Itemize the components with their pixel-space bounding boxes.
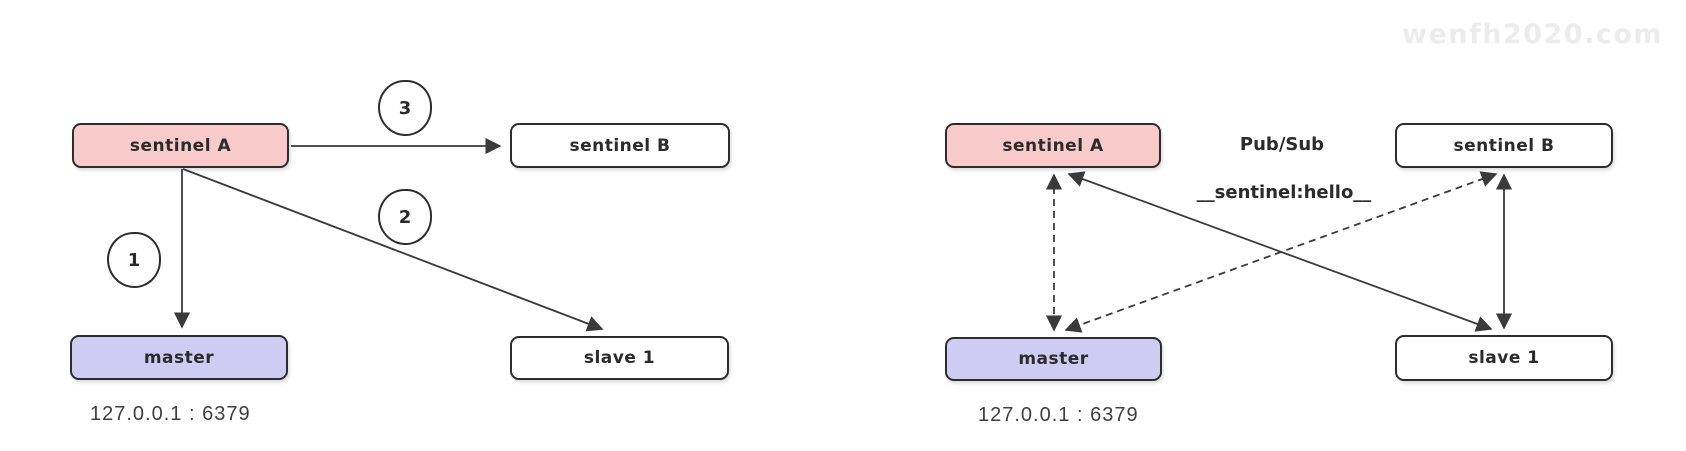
sentinel-hello-channel-label: __sentinel:hello__	[1196, 182, 1372, 203]
left-node-master: master	[70, 335, 288, 380]
step-badge-2: 2	[378, 189, 432, 245]
left-node-sentinel-b: sentinel B	[510, 123, 730, 168]
node-label: slave 1	[1468, 348, 1540, 368]
node-label: master	[1018, 349, 1089, 369]
node-label: sentinel B	[1453, 135, 1555, 156]
right-node-sentinel-a: sentinel A	[945, 123, 1161, 168]
node-label: slave 1	[583, 348, 656, 368]
step-number: 1	[127, 249, 141, 271]
step-number: 2	[398, 206, 412, 228]
node-label: master	[143, 347, 215, 368]
dashed-arrow-sentinelB-master	[1064, 171, 1498, 333]
right-node-master: master	[945, 337, 1162, 381]
right-node-sentinel-b: sentinel B	[1395, 123, 1613, 168]
left-node-slave-1: slave 1	[510, 336, 729, 380]
node-label: sentinel A	[1002, 135, 1104, 156]
left-node-sentinel-a: sentinel A	[72, 123, 289, 168]
pubsub-label: Pub/Sub	[1239, 134, 1325, 155]
step-number: 3	[398, 97, 412, 119]
step-badge-1: 1	[107, 232, 161, 288]
step-badge-3: 3	[378, 80, 432, 136]
arrow-sentinelA-to-slave1	[182, 168, 604, 332]
node-label: sentinel A	[129, 135, 232, 156]
right-master-address: 127.0.0.1 : 6379	[978, 404, 1139, 426]
left-master-address: 127.0.0.1 : 6379	[90, 403, 251, 425]
right-node-slave-1: slave 1	[1395, 335, 1613, 381]
node-label: sentinel B	[569, 135, 671, 156]
watermark: wenfh2020.com	[1402, 19, 1664, 50]
